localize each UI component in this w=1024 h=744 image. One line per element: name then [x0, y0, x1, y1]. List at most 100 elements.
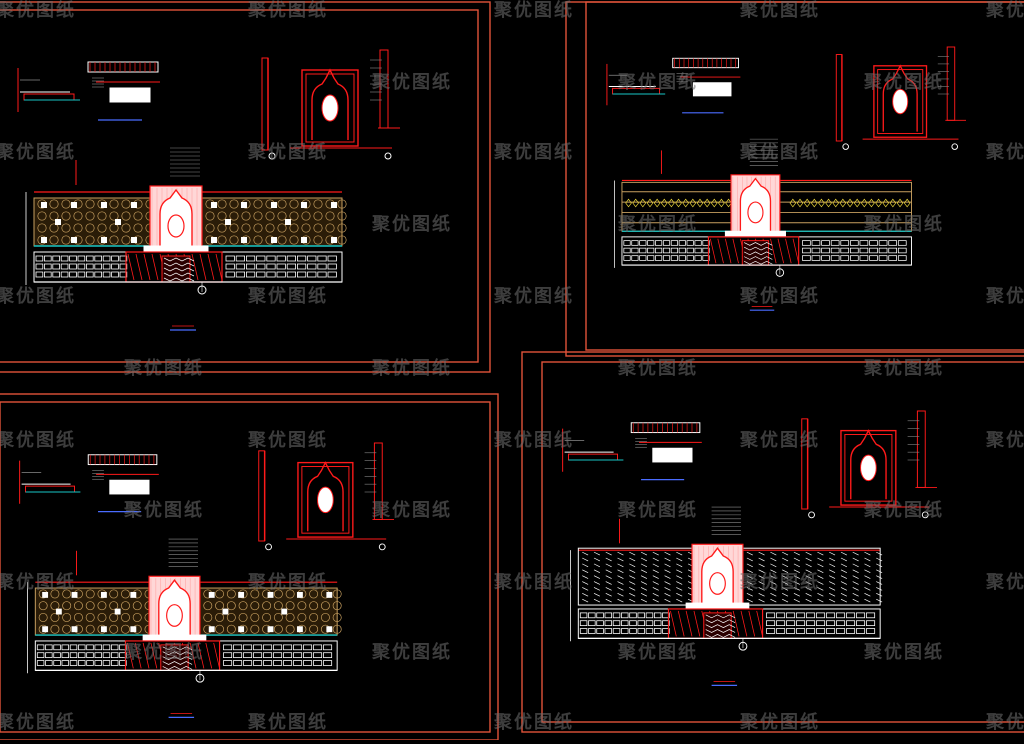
screen-slat [664, 575, 671, 579]
sheet-frame [0, 9, 479, 363]
lattice-ring [62, 624, 72, 634]
lattice-light [71, 626, 78, 633]
wall-slot [621, 628, 629, 634]
wall-slot [596, 612, 604, 619]
detail-profile [17, 68, 80, 112]
wall-slot [796, 628, 806, 634]
wall-slot [245, 255, 256, 262]
screen-slat [617, 581, 624, 585]
watermark-icon: 聚优图纸 [618, 358, 698, 379]
gate-door-pattern [744, 260, 773, 265]
lattice-light [211, 202, 217, 208]
lattice-ring [229, 211, 239, 221]
wall-slot [69, 255, 77, 262]
sheet-frame [585, 1, 1024, 351]
screen-slat [664, 563, 671, 568]
door-inner [877, 69, 924, 134]
wall-slot [878, 255, 888, 261]
band-motif [846, 198, 854, 208]
band-motif [653, 198, 661, 208]
lattice-light [296, 626, 303, 633]
watermark-icon: 聚优图纸 [986, 286, 1024, 307]
screen-slat [605, 551, 612, 556]
wall-slot [612, 620, 621, 627]
screen-slat [840, 581, 847, 585]
wall-slot [313, 644, 323, 651]
wall-slot [866, 628, 876, 634]
wall-slot [866, 612, 876, 619]
lattice-ring [121, 199, 131, 209]
wall-slot [235, 271, 245, 278]
screen-slat [829, 551, 836, 556]
watermark-icon: 聚优图纸 [494, 430, 574, 451]
wall-slot [637, 628, 645, 634]
gate-door-pattern [744, 246, 773, 251]
lattice-ring [313, 199, 323, 209]
watermark-icon: 聚优图纸 [864, 500, 944, 521]
wall-slot [78, 660, 86, 666]
screen-slat [817, 557, 824, 562]
wall-slot [317, 271, 327, 278]
screen-slat [793, 587, 800, 591]
screen-slat [876, 551, 883, 556]
wall-slot [94, 660, 102, 666]
wall-slot [44, 263, 52, 270]
screen-slat [829, 569, 836, 574]
wall-slot [266, 271, 276, 278]
detail-beam [87, 61, 160, 121]
gate-hatch [756, 610, 763, 637]
beam-top [630, 422, 701, 434]
screen-slat [582, 557, 589, 562]
lattice-ring [250, 612, 260, 622]
door-medallion [860, 454, 877, 482]
wall-slot [655, 247, 663, 254]
band-motif [796, 198, 804, 208]
sheet-frame [541, 361, 1024, 723]
screen-slat [605, 598, 612, 603]
door-arch-icon [311, 68, 349, 140]
wall-slot [821, 240, 830, 246]
profile-block [568, 453, 619, 461]
watermark-icon: 聚优图纸 [494, 142, 574, 163]
screen-slat [617, 563, 624, 568]
beam-top [87, 61, 159, 73]
wall-slot [846, 628, 856, 634]
screen-slat [746, 575, 753, 579]
door-side-column [258, 450, 266, 542]
wall-slot [786, 628, 796, 634]
lattice-ring [61, 235, 71, 245]
door-inner [301, 466, 350, 534]
wall-slot [869, 247, 878, 254]
screen-slat [770, 569, 777, 574]
screen-slat [770, 563, 777, 568]
lattice-ring [121, 211, 131, 221]
gate-hatch [215, 253, 223, 281]
lattice-ring [85, 624, 95, 634]
wall-slot [94, 652, 102, 659]
wall-slot [826, 620, 836, 627]
gate-door-pattern [162, 651, 193, 656]
wall-slot [878, 240, 888, 246]
watermark-icon: 聚优图纸 [248, 572, 328, 593]
wall-slot [588, 620, 596, 627]
watermark-icon: 聚优图纸 [248, 712, 328, 733]
screen-slat [805, 581, 812, 585]
screen-slat [640, 557, 648, 562]
screen-slat [829, 592, 836, 597]
lattice-ring [133, 211, 143, 221]
screen-slat [864, 557, 871, 562]
wall-slot [846, 620, 856, 627]
wall-slot [629, 628, 637, 634]
lattice-ring [61, 199, 71, 209]
door-side-column [801, 418, 809, 510]
door-arch-icon [307, 461, 344, 532]
wall-slot [307, 255, 317, 262]
wall-slot [670, 255, 678, 261]
wall-slot [776, 628, 786, 634]
wall-slot [840, 255, 850, 261]
screen-slat [664, 551, 671, 556]
gate-hatch [135, 253, 143, 281]
wall-slot [44, 271, 52, 278]
tower-medallion [166, 604, 183, 627]
